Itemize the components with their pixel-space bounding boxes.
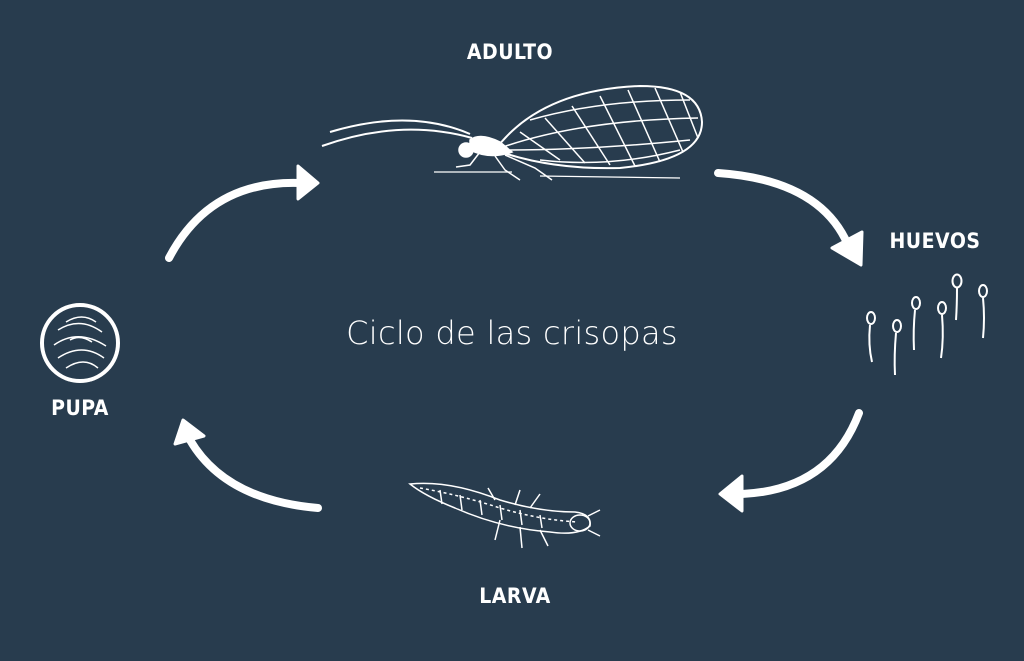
diagram-title: Ciclo de las crisopas <box>346 314 678 352</box>
stage-label-larva: LARVA <box>479 584 551 608</box>
arrow-pupa-to-adulto <box>165 164 320 262</box>
stage-label-adulto: ADULTO <box>466 40 554 64</box>
arrow-huevos-to-larva <box>718 409 863 513</box>
lacewing-adult-icon <box>321 84 704 181</box>
lacewing-larva-icon <box>408 482 601 549</box>
arrow-adulto-to-huevos <box>714 169 864 267</box>
stage-label-huevos: HUEVOS <box>889 229 981 253</box>
arrow-larva-to-pupa <box>173 418 322 512</box>
stalked-eggs-icon <box>866 273 988 376</box>
cocoon-icon <box>40 303 120 383</box>
cycle-arrows <box>165 164 864 513</box>
stage-label-pupa: PUPA <box>51 396 109 420</box>
